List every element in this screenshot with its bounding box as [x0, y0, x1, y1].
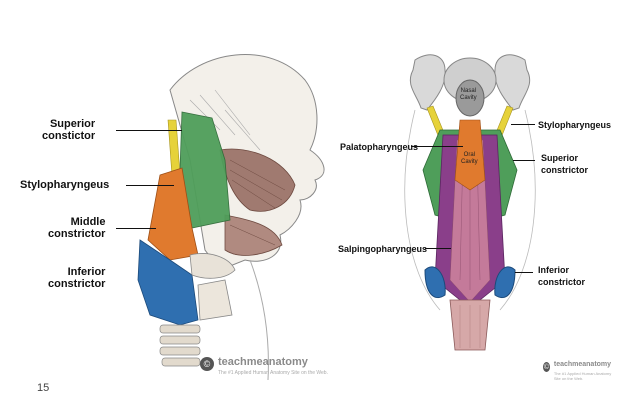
- inferior-constrictor-posterior-left: [424, 266, 446, 299]
- leader-stylopharyngeus-right: [511, 124, 535, 125]
- lateral-pharynx-illustration: [137, 54, 325, 381]
- watermark-tagline-left: The #1 Applied Human Anatomy Site on the…: [218, 370, 328, 376]
- label-palatopharyngeus: Palatopharyngeus: [340, 142, 419, 152]
- leader-middle-left: [116, 228, 156, 229]
- inferior-constrictor-posterior-right: [494, 266, 516, 299]
- page-number: 15: [37, 382, 50, 394]
- label-stylopharyngeus-right: Stylopharyngeus: [538, 120, 612, 130]
- leader-superior-right: [513, 160, 535, 161]
- watermark-right: © teachmeanatomy The #1 Applied Human An…: [543, 353, 614, 381]
- leader-palatopharyngeus: [411, 146, 463, 147]
- leader-superior-left: [116, 130, 182, 131]
- watermark-brand-right: teachmeanatomy: [553, 361, 612, 368]
- label-stylopharyngeus-left: Stylopharyngeus: [20, 179, 110, 191]
- watermark-left: © teachmeanatomy The #1 Applied Human An…: [200, 352, 328, 376]
- leader-inferior-right: [515, 272, 533, 273]
- label-salpingopharyngeus: Salpingopharyngeus: [338, 244, 428, 254]
- watermark-tagline-right: The #1 Applied Human Anatomy Site on the…: [553, 371, 612, 381]
- inferior-constrictor-muscle: [137, 239, 199, 326]
- watermark-brand-left: teachmeanatomy: [218, 356, 308, 368]
- copyright-icon: ©: [543, 362, 550, 372]
- posterior-pharynx-illustration: [404, 54, 536, 351]
- leader-stylopharyngeus-left: [126, 185, 174, 186]
- copyright-icon: ©: [200, 357, 214, 371]
- leader-salpingopharyngeus: [425, 248, 451, 249]
